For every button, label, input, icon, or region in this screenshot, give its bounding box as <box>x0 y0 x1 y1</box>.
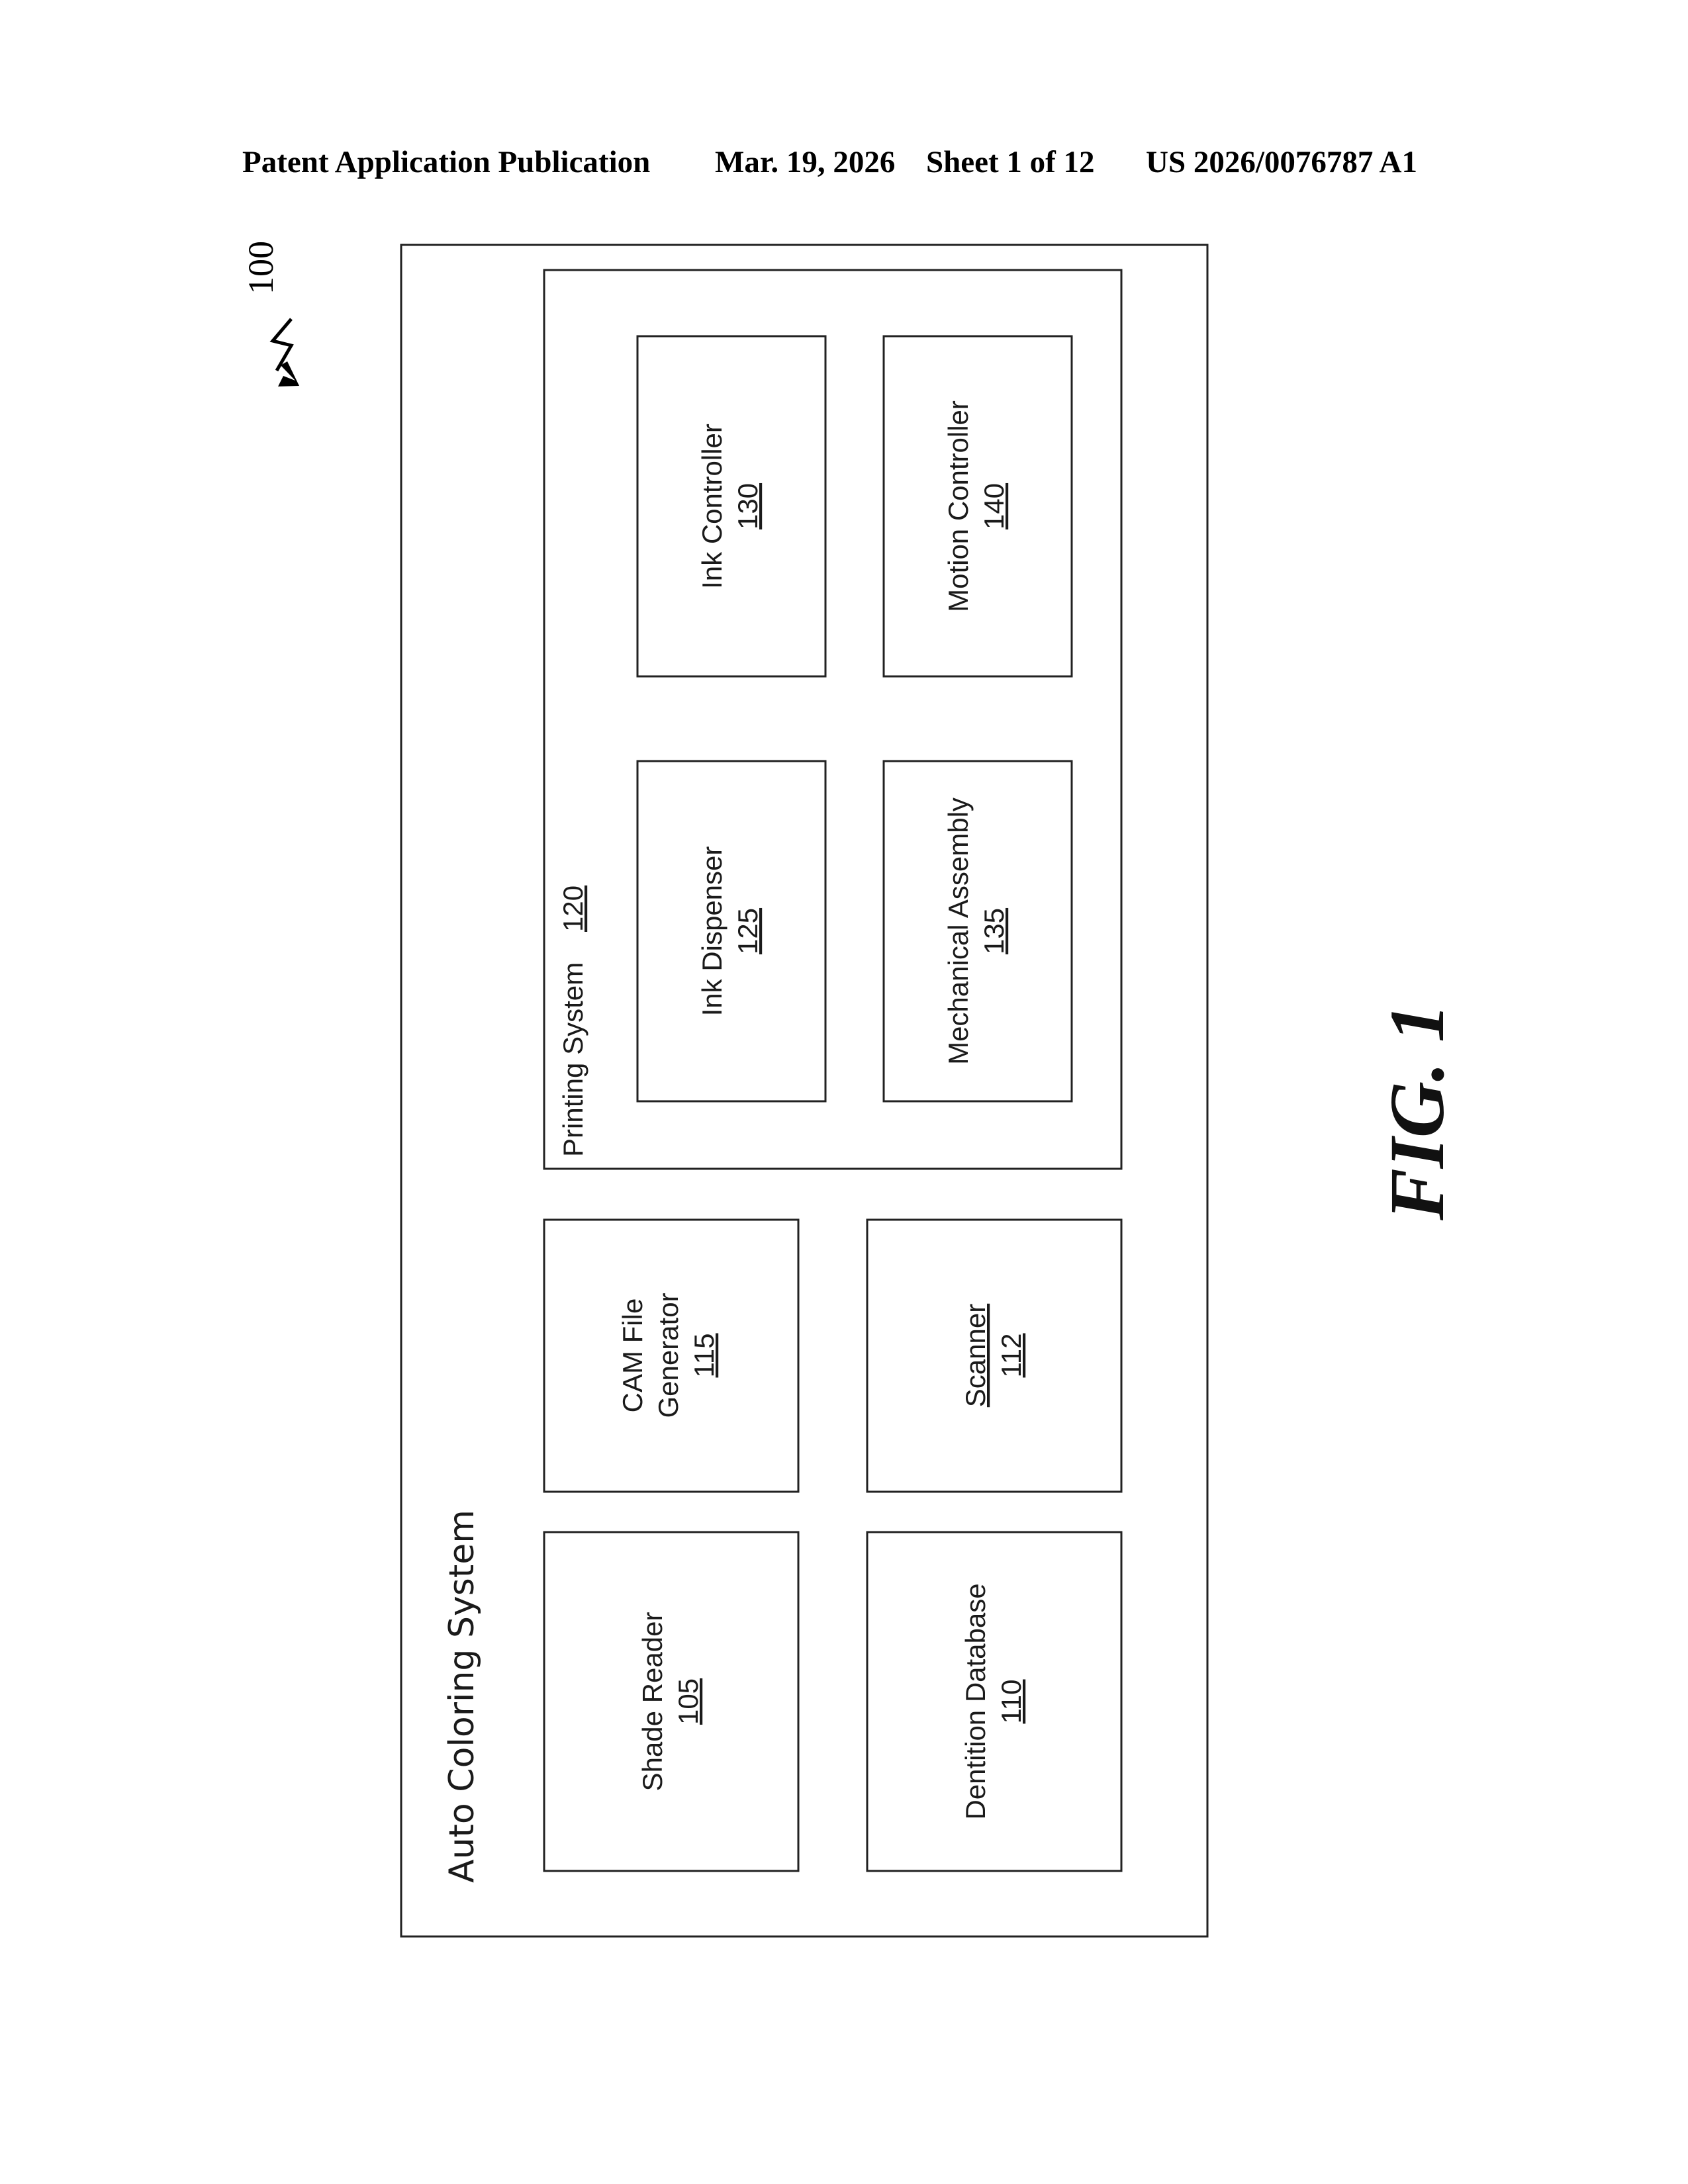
reference-100: 100 <box>241 241 299 387</box>
ink-dispenser-ref: 125 <box>732 908 763 954</box>
ink-controller-block: Ink Controller 130 <box>637 336 825 676</box>
motion-controller-label: Motion Controller <box>943 400 974 612</box>
auto-coloring-system-title: Auto Coloring System <box>442 1510 482 1883</box>
shade-reader-block: Shade Reader 105 <box>544 1532 798 1871</box>
cam-file-generator-label-line1: CAM File <box>617 1298 648 1413</box>
cam-file-generator-block: CAM File Generator 115 <box>544 1220 798 1492</box>
ink-dispenser-block: Ink Dispenser 125 <box>637 761 825 1101</box>
motion-controller-block: Motion Controller 140 <box>884 336 1072 676</box>
shade-reader-ref: 105 <box>673 1678 704 1725</box>
scanner-label: Scanner <box>960 1304 991 1407</box>
reference-number: 100 <box>241 241 281 295</box>
motion-controller-ref: 140 <box>978 483 1009 529</box>
auto-coloring-system-box: Auto Coloring System <box>401 245 1207 1936</box>
scanner-ref: 112 <box>996 1334 1027 1378</box>
mechanical-assembly-label: Mechanical Assembly <box>943 797 974 1065</box>
printing-system-ref: 120 <box>557 886 588 932</box>
scanner-block: Scanner 112 <box>867 1220 1121 1492</box>
ink-dispenser-label: Ink Dispenser <box>696 846 727 1017</box>
cam-file-generator-ref: 115 <box>688 1334 720 1378</box>
dentition-database-label: Dentition Database <box>960 1583 991 1819</box>
cam-file-generator-label-line2: Generator <box>653 1293 684 1418</box>
mechanical-assembly-block: Mechanical Assembly 135 <box>884 761 1072 1101</box>
printing-system-label: Printing System <box>557 962 588 1157</box>
squiggle-arrow-icon <box>273 319 291 371</box>
dentition-database-block: Dentition Database 110 <box>867 1532 1121 1871</box>
ink-controller-label: Ink Controller <box>696 424 727 589</box>
figure-label: FIG. 1 <box>1374 1003 1460 1221</box>
arrow-head-icon <box>278 361 299 387</box>
mechanical-assembly-ref: 135 <box>978 908 1009 954</box>
printing-system-box: Printing System 120 <box>544 270 1121 1169</box>
shade-reader-label: Shade Reader <box>637 1612 668 1792</box>
ink-controller-ref: 130 <box>732 483 763 529</box>
dentition-database-ref: 110 <box>996 1680 1027 1724</box>
